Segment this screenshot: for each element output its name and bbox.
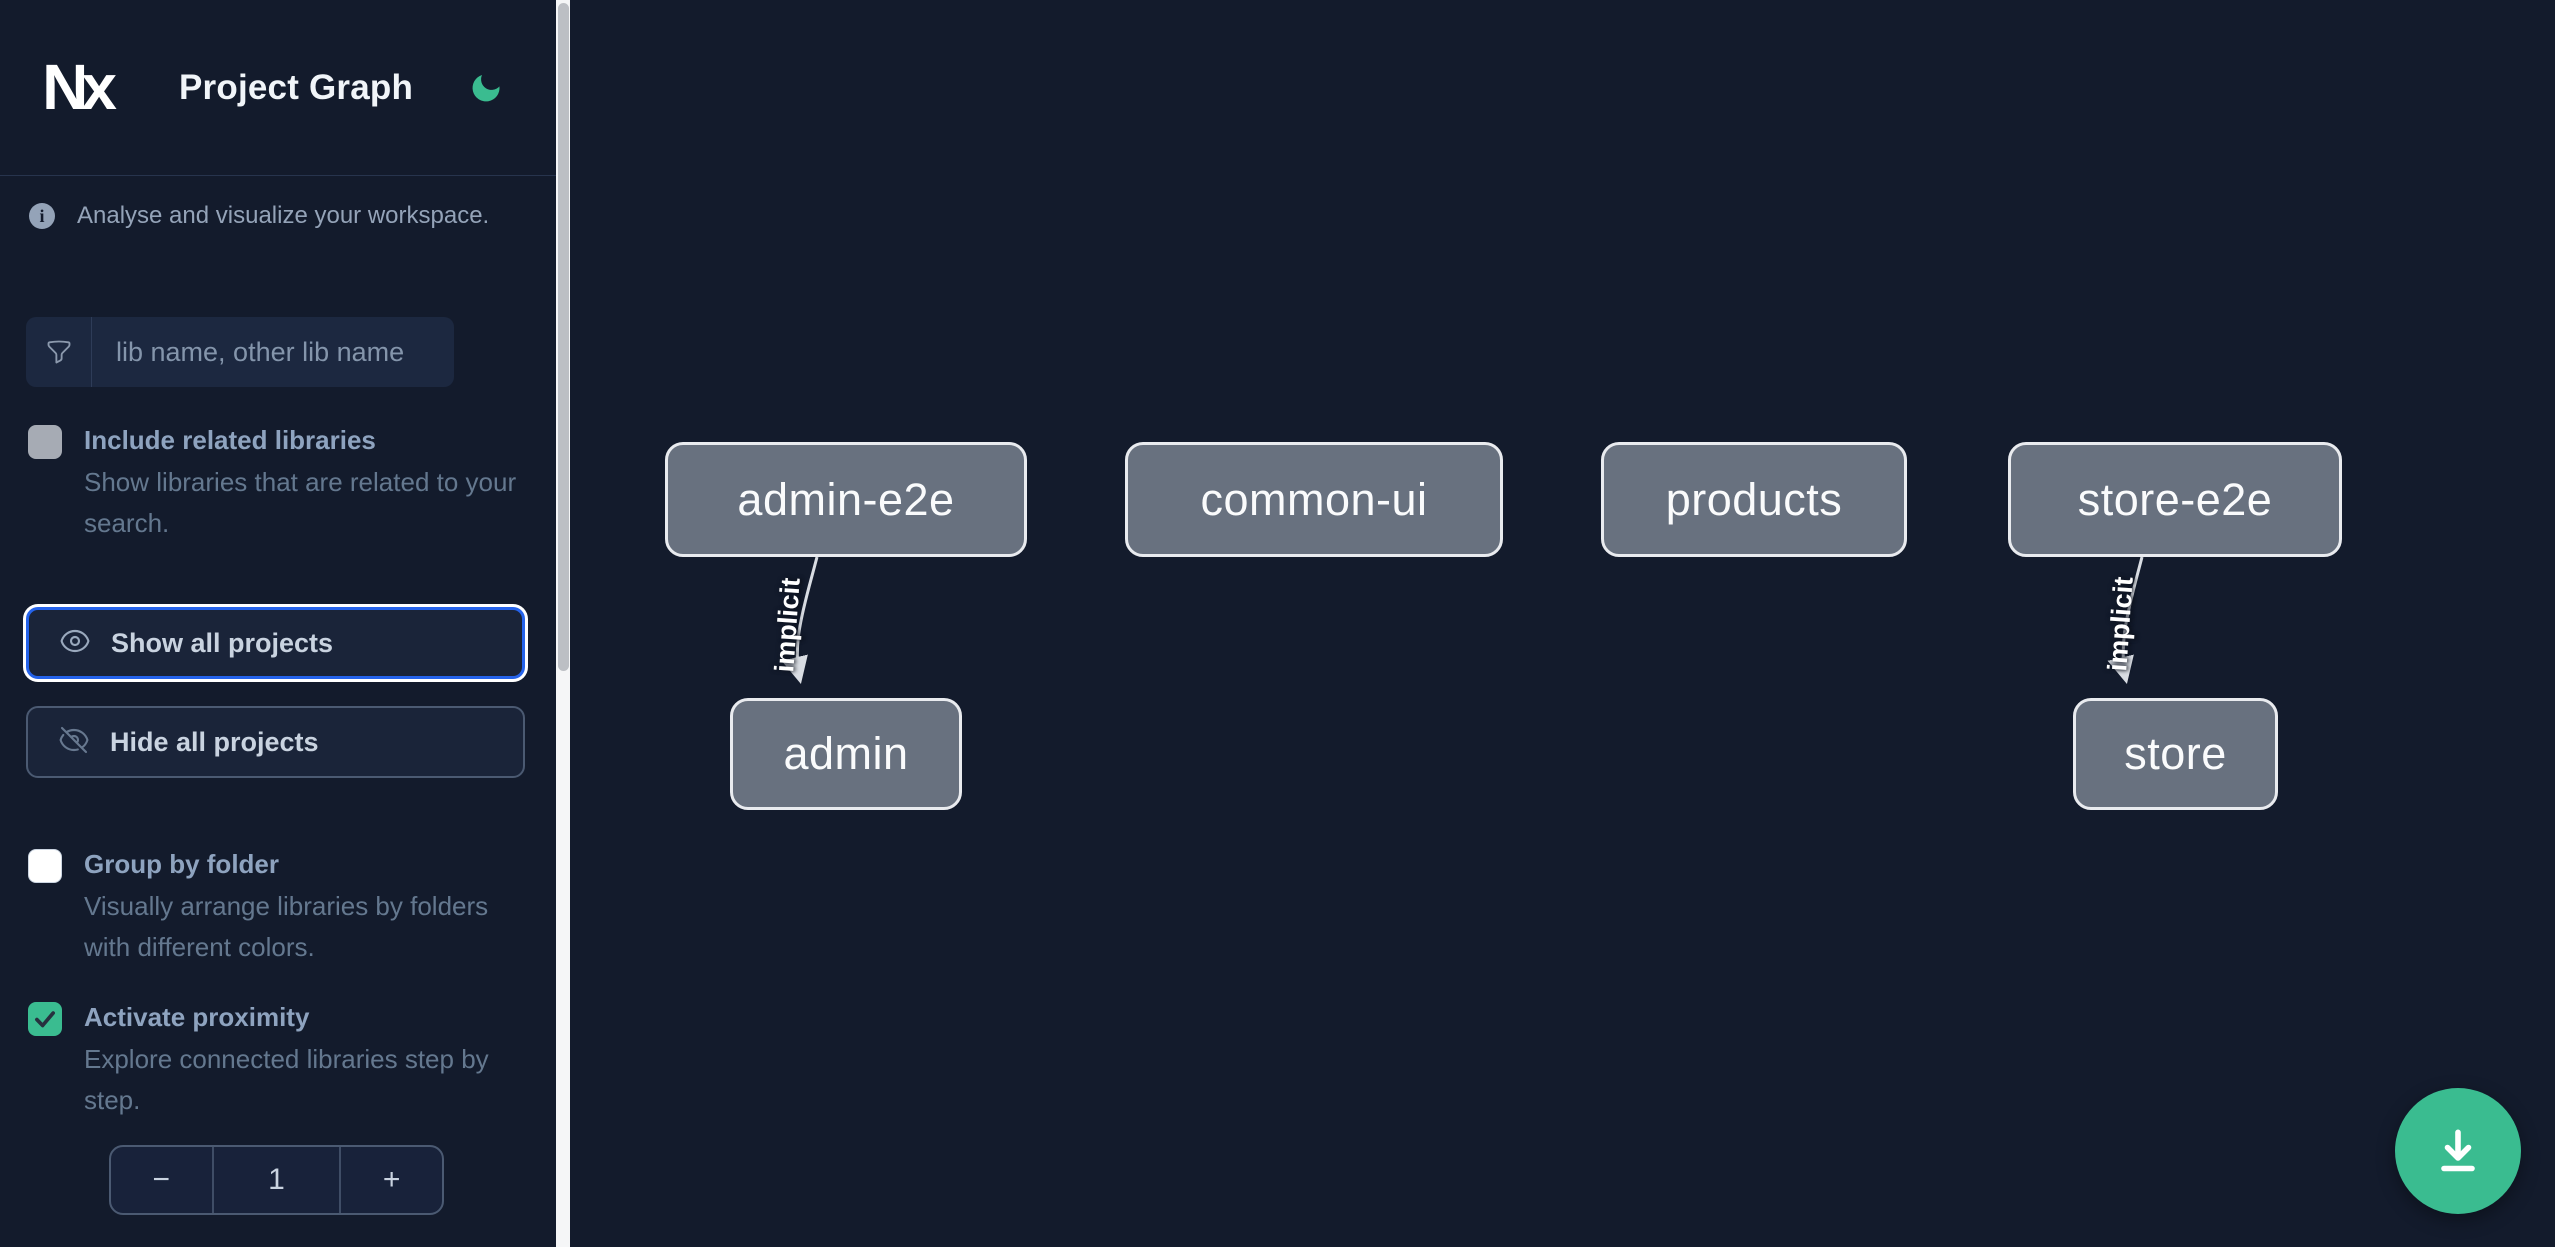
workspace-info-row: Analyse and visualize your workspace. (29, 202, 529, 230)
option-description: Explore connected libraries step by step… (84, 1044, 489, 1115)
option-description: Visually arrange libraries by folders wi… (84, 891, 489, 962)
option-label: Include related libraries (84, 425, 376, 455)
check-icon (35, 1011, 55, 1028)
eye-icon (59, 625, 91, 662)
sidebar-scrollbar-thumb[interactable] (557, 3, 569, 671)
sidebar: Nx Project Graph Analyse and visualize y… (0, 0, 556, 1247)
filter-search-box (26, 317, 454, 387)
eye-off-icon (58, 724, 90, 761)
page-title: Project Graph (179, 68, 414, 107)
increment-button[interactable]: + (382, 1163, 401, 1196)
project-graph-canvas[interactable]: implicit implicit admin-e2e common-ui pr… (570, 0, 2555, 1247)
info-icon (29, 203, 55, 229)
funnel-filter-icon (26, 317, 92, 387)
search-input[interactable] (92, 317, 454, 387)
download-icon (2441, 1129, 2475, 1172)
option-description: Show libraries that are related to your … (84, 467, 517, 538)
option-group-by-folder: Group by folder Visually arrange librari… (28, 847, 518, 968)
proximity-depth-value: 1 (211, 1147, 342, 1213)
edge-label-implicit: implicit (769, 576, 806, 674)
sidebar-scrollbar-track[interactable] (556, 0, 570, 1247)
download-graph-button[interactable] (2395, 1088, 2521, 1214)
graph-node-common-ui[interactable]: common-ui (1125, 442, 1503, 557)
show-all-projects-button[interactable]: Show all projects (26, 607, 525, 679)
activate-proximity-checkbox[interactable] (28, 1002, 62, 1036)
proximity-depth-stepper: − 1 + (109, 1145, 444, 1215)
hide-all-projects-label: Hide all projects (110, 726, 319, 757)
nx-logo[interactable]: Nx (42, 51, 117, 123)
option-activate-proximity: Activate proximity Explore connected lib… (28, 1000, 518, 1121)
decrement-button[interactable]: − (152, 1163, 171, 1196)
option-label: Group by folder (84, 849, 279, 879)
group-by-folder-checkbox[interactable] (28, 849, 62, 883)
workspace-subtitle: Analyse and visualize your workspace. (77, 202, 490, 229)
sidebar-header: Nx Project Graph (0, 0, 556, 176)
show-all-projects-label: Show all projects (111, 627, 334, 658)
option-include-related-libraries: Include related libraries Show libraries… (28, 423, 518, 544)
graph-node-admin-e2e[interactable]: admin-e2e (665, 442, 1027, 557)
include-related-checkbox[interactable] (28, 425, 62, 459)
graph-node-admin[interactable]: admin (730, 698, 962, 810)
edge-label-implicit: implicit (2102, 575, 2139, 673)
hide-all-projects-button[interactable]: Hide all projects (26, 706, 525, 778)
graph-node-store[interactable]: store (2073, 698, 2278, 810)
graph-edges (781, 556, 2144, 684)
graph-node-products[interactable]: products (1601, 442, 1907, 557)
option-label: Activate proximity (84, 1002, 310, 1032)
edge-store-e2e-to-store (2107, 556, 2144, 684)
theme-toggle-moon-icon[interactable] (468, 70, 504, 106)
edge-admin-e2e-to-admin (781, 556, 819, 684)
graph-node-store-e2e[interactable]: store-e2e (2008, 442, 2342, 557)
